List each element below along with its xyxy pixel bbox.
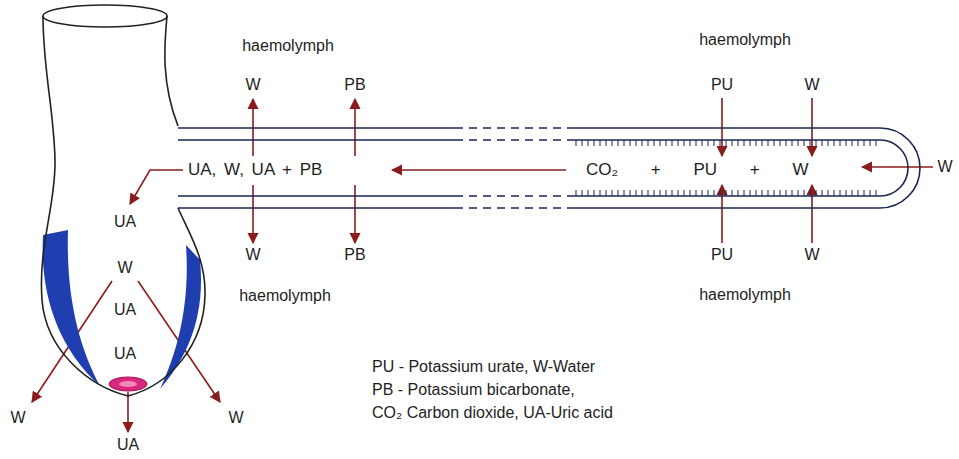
substance-label: PB (344, 245, 365, 265)
substance-label: W (245, 75, 260, 95)
region-label: haemolymph (699, 285, 791, 305)
hindgut: UA W UA UA (20, 0, 220, 400)
substance-label: W (937, 157, 952, 177)
substance-label: W (804, 75, 819, 95)
flow-arrow (721, 185, 723, 243)
malpighian-tubule: UA, W, UA + PB CO₂ + PU + W (178, 118, 930, 216)
anus-opening (119, 381, 137, 387)
tubule-walls (178, 128, 920, 208)
substance-label: UA (117, 435, 139, 455)
intestine-svg (20, 0, 220, 400)
substance-label: W (10, 408, 25, 428)
key-text: PB - Potassium bicarbonate, (372, 380, 575, 400)
substance-label: PU (711, 75, 733, 95)
node-text: W (117, 258, 132, 278)
flow-arrow (127, 392, 129, 432)
flow-arrow (130, 170, 183, 204)
region-label: haemolymph (242, 36, 334, 56)
flow-arrow (862, 166, 933, 168)
flow-arrow (354, 185, 356, 243)
substance-label: W (245, 245, 260, 265)
region-label: haemolymph (239, 286, 331, 306)
key-text: CO₂ Carbon dioxide, UA-Uric acid (372, 403, 613, 423)
substance-label: W (228, 408, 243, 428)
node-text: UA, W, UA + PB (188, 160, 322, 180)
substance-label: PB (344, 75, 365, 95)
node-text: UA (114, 212, 136, 232)
tubule-wall-dashed (455, 128, 570, 208)
intestine-outline (41, 16, 205, 396)
node-text: CO₂ + PU + W (586, 160, 809, 180)
tubule-end-inner (570, 140, 908, 196)
region-label: haemolymph (699, 30, 791, 50)
brush-border (576, 140, 876, 196)
muscle-band (160, 245, 201, 389)
tubule-wall (178, 128, 455, 208)
substance-label: W (804, 245, 819, 265)
tubule-end-outer (570, 128, 920, 208)
flow-arrow (721, 98, 723, 156)
flow-arrow (392, 169, 566, 171)
arrow-group (32, 98, 933, 432)
key-text: PU - Potassium urate, W-Water (372, 357, 595, 377)
substance-label: PU (711, 245, 733, 265)
node-text: UA (114, 300, 136, 320)
node-text: UA (114, 344, 136, 364)
flow-arrow (811, 98, 813, 156)
flow-arrow (811, 185, 813, 243)
flow-arrow (252, 185, 254, 243)
intestine-opening (43, 5, 167, 27)
anus-ring (109, 377, 147, 391)
